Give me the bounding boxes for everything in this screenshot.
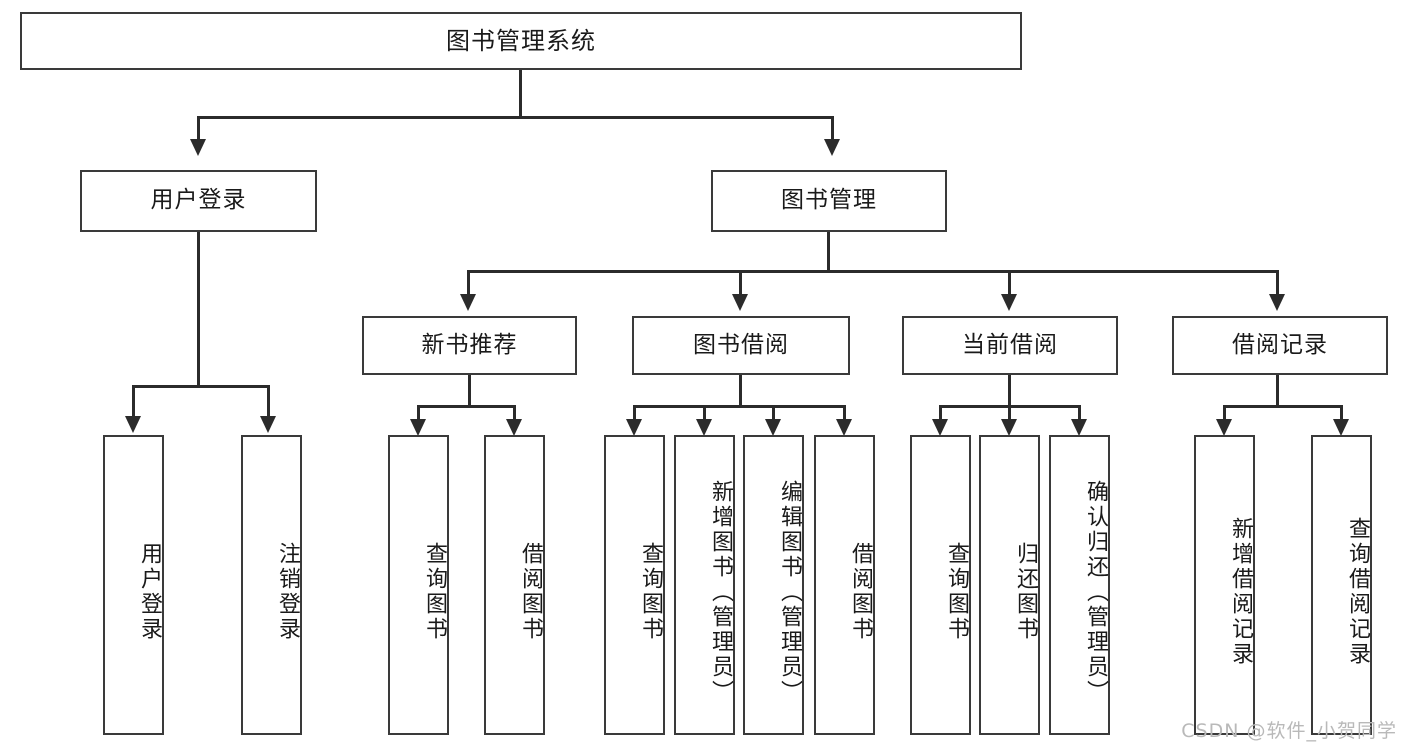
leaf-user-login-login: 用户登录 <box>103 435 164 735</box>
arrow-book-borrow-to-leaf-2 <box>696 419 712 436</box>
connector-book-borrow-to-leaf-3 <box>772 405 775 421</box>
node-book-management: 图书管理 <box>711 170 947 232</box>
connector-root-stem <box>519 70 522 116</box>
node-new-book-recommend: 新书推荐 <box>362 316 577 375</box>
node-label: 查询图书 <box>638 542 663 642</box>
node-label: 借阅图书 <box>518 542 543 642</box>
connector-user-login-bar <box>132 385 270 388</box>
connector-user-login-to-leaf-1 <box>132 385 135 418</box>
node-label: 查询图书 <box>944 542 969 642</box>
node-current-borrow: 当前借阅 <box>902 316 1118 375</box>
node-label: 借阅图书 <box>848 542 873 642</box>
node-label: 新增借阅记录 <box>1228 517 1253 667</box>
connector-new-book-stem <box>468 375 471 407</box>
arrow-current-borrow-to-leaf-3 <box>1071 419 1087 436</box>
arrow-user-login-to-leaf-1 <box>125 416 141 433</box>
arrow-root-to-user-login <box>190 139 206 156</box>
node-label: 借阅记录 <box>1232 331 1328 358</box>
leaf-user-login-logout: 注销登录 <box>241 435 302 735</box>
connector-current-borrow-to-leaf-2 <box>1008 405 1011 421</box>
arrow-borrow-record-to-leaf-2 <box>1333 419 1349 436</box>
arrow-root-to-book-mgmt <box>824 139 840 156</box>
connector-book-mgmt-to-child-1 <box>467 270 470 296</box>
arrow-new-book-to-leaf-2 <box>506 419 522 436</box>
connector-borrow-record-bar <box>1223 405 1343 408</box>
connector-borrow-record-to-leaf-1 <box>1223 405 1226 421</box>
connector-current-borrow-to-leaf-3 <box>1078 405 1081 421</box>
node-label: 确认归还（管理员） <box>1083 479 1108 705</box>
arrow-book-mgmt-to-child-1 <box>460 294 476 311</box>
leaf-new-book-query-book: 查询图书 <box>388 435 449 735</box>
connector-book-borrow-stem <box>739 375 742 407</box>
arrow-current-borrow-to-leaf-2 <box>1001 419 1017 436</box>
connector-book-borrow-to-leaf-1 <box>633 405 636 421</box>
arrow-new-book-to-leaf-1 <box>410 419 426 436</box>
connector-borrow-record-stem <box>1276 375 1279 407</box>
connector-book-borrow-to-leaf-4 <box>843 405 846 421</box>
leaf-new-book-borrow-book: 借阅图书 <box>484 435 545 735</box>
node-book-borrow: 图书借阅 <box>632 316 850 375</box>
connector-current-borrow-stem <box>1008 375 1011 407</box>
connector-new-book-to-leaf-2 <box>513 405 516 421</box>
node-label: 归还图书 <box>1013 542 1038 642</box>
connector-book-mgmt-to-child-4 <box>1276 270 1279 296</box>
leaf-current-borrow-confirm-return: 确认归还（管理员） <box>1049 435 1110 735</box>
leaf-borrow-record-query-record: 查询借阅记录 <box>1311 435 1372 735</box>
arrow-borrow-record-to-leaf-1 <box>1216 419 1232 436</box>
node-label: 当前借阅 <box>962 331 1058 358</box>
connector-user-login-to-leaf-2 <box>267 385 270 418</box>
node-label: 查询图书 <box>422 542 447 642</box>
node-label: 查询借阅记录 <box>1345 517 1370 667</box>
node-label: 用户登录 <box>150 187 247 214</box>
connector-book-mgmt-stem <box>827 232 830 272</box>
node-borrow-record: 借阅记录 <box>1172 316 1388 375</box>
node-label: 图书借阅 <box>693 331 789 358</box>
leaf-book-borrow-borrow-book: 借阅图书 <box>814 435 875 735</box>
connector-book-mgmt-bar <box>467 270 1279 273</box>
arrow-book-mgmt-to-child-3 <box>1001 294 1017 311</box>
connector-new-book-to-leaf-1 <box>417 405 420 421</box>
connector-user-login-stem <box>197 232 200 387</box>
leaf-book-borrow-add-book: 新增图书（管理员） <box>674 435 735 735</box>
node-label: 用户登录 <box>137 542 162 642</box>
leaf-book-borrow-query-book: 查询图书 <box>604 435 665 735</box>
connector-root-to-book-mgmt <box>831 116 834 141</box>
connector-root-to-user-login <box>197 116 200 141</box>
arrow-book-borrow-to-leaf-1 <box>626 419 642 436</box>
node-label: 注销登录 <box>275 542 300 642</box>
leaf-current-borrow-return-book: 归还图书 <box>979 435 1040 735</box>
connector-borrow-record-to-leaf-2 <box>1340 405 1343 421</box>
node-label: 新增图书（管理员） <box>708 479 733 705</box>
connector-current-borrow-to-leaf-1 <box>939 405 942 421</box>
node-label: 新书推荐 <box>421 331 518 358</box>
arrow-current-borrow-to-leaf-1 <box>932 419 948 436</box>
arrow-book-borrow-to-leaf-3 <box>765 419 781 436</box>
node-label: 图书管理系统 <box>446 26 596 55</box>
connector-book-mgmt-to-child-2 <box>739 270 742 296</box>
node-label: 编辑图书（管理员） <box>777 479 802 705</box>
connector-new-book-bar <box>417 405 516 408</box>
connector-book-borrow-to-leaf-2 <box>703 405 706 421</box>
leaf-current-borrow-query-book: 查询图书 <box>910 435 971 735</box>
arrow-book-mgmt-to-child-2 <box>732 294 748 311</box>
leaf-borrow-record-add-record: 新增借阅记录 <box>1194 435 1255 735</box>
arrow-book-borrow-to-leaf-4 <box>836 419 852 436</box>
node-label: 图书管理 <box>781 187 877 214</box>
arrow-user-login-to-leaf-2 <box>260 416 276 433</box>
connector-root-bar <box>197 116 834 119</box>
node-user-login: 用户登录 <box>80 170 317 232</box>
connector-book-borrow-bar <box>633 405 846 408</box>
connector-book-mgmt-to-child-3 <box>1008 270 1011 296</box>
node-root-system: 图书管理系统 <box>20 12 1022 70</box>
arrow-book-mgmt-to-child-4 <box>1269 294 1285 311</box>
leaf-book-borrow-edit-book: 编辑图书（管理员） <box>743 435 804 735</box>
